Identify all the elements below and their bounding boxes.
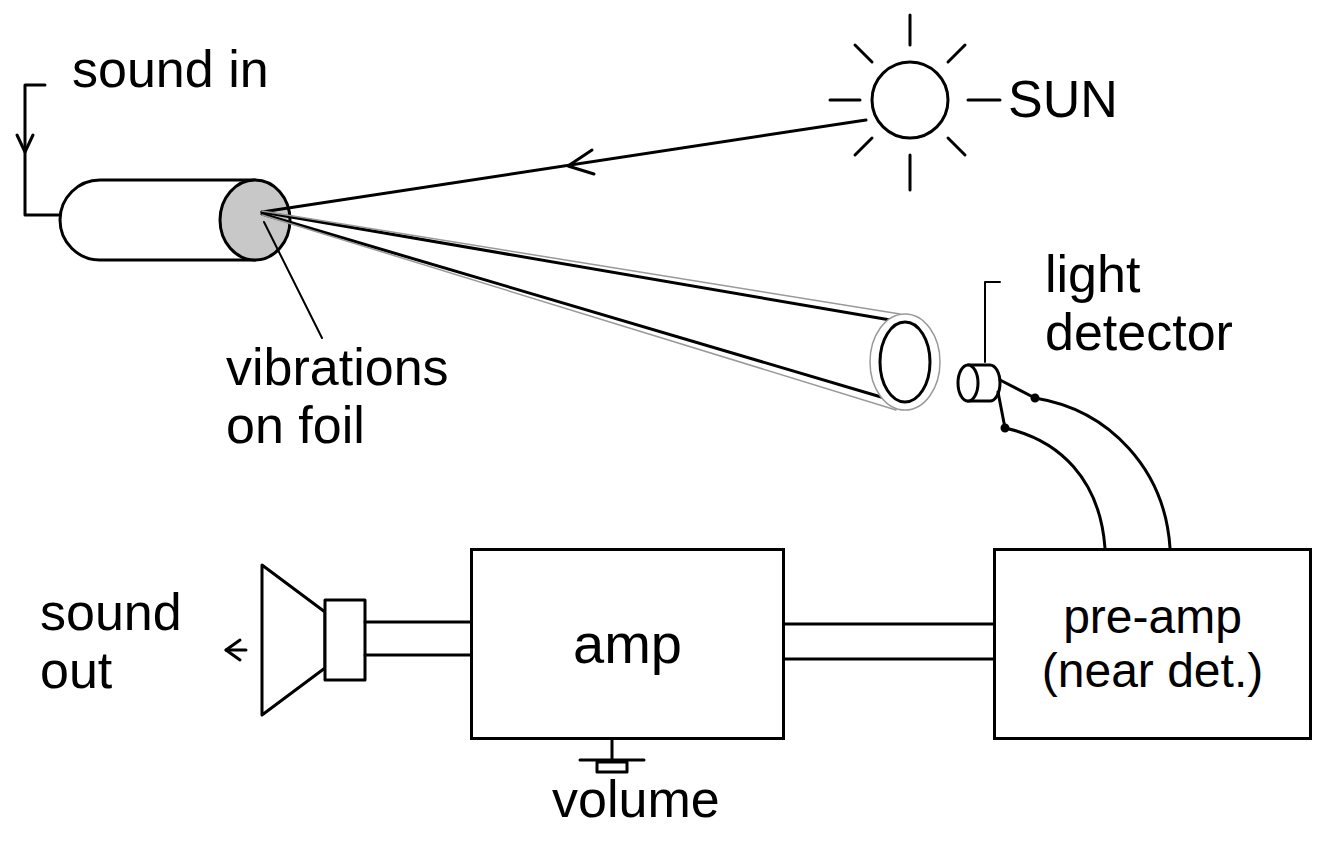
box-text: pre-amp (near det.) [1005, 590, 1300, 698]
amplifier-box: amp [470, 548, 785, 740]
sun-rays [830, 15, 1000, 190]
speaker-wire [365, 621, 470, 624]
input-label: sound in [72, 40, 269, 98]
output-label: sound out [40, 583, 225, 699]
foil-label: vibrations on foil [226, 338, 511, 454]
cable-wire [785, 623, 993, 626]
detector-label: light detector [1045, 245, 1295, 361]
signal-cable [785, 624, 993, 659]
cable-wire [785, 658, 993, 661]
detector-wire [1000, 380, 1170, 548]
beam-end [880, 322, 930, 402]
ray-arrowhead [568, 150, 594, 174]
beam-end-outer [870, 314, 940, 410]
speaker-cone [262, 565, 325, 715]
reflected-beam-outline [262, 211, 900, 314]
sun [872, 62, 948, 138]
sun-ray-line [262, 120, 866, 212]
preamp-box: pre-amp (near det.) [993, 548, 1312, 740]
volume-label: volume [552, 770, 720, 828]
sound-in-arrowhead [17, 135, 33, 152]
detector-leader [985, 282, 1000, 362]
light-detector-lens [958, 365, 978, 401]
box-text: amp [573, 613, 682, 676]
sound-out-arrow [226, 649, 246, 652]
volume-shaft [611, 740, 614, 760]
sound-in-bracket [25, 85, 60, 215]
speaker-wire [365, 654, 470, 657]
speaker-magnet [325, 600, 365, 680]
leader-line [264, 222, 322, 338]
reflected-beam [262, 212, 902, 322]
sun-label: SUN [1008, 70, 1118, 128]
